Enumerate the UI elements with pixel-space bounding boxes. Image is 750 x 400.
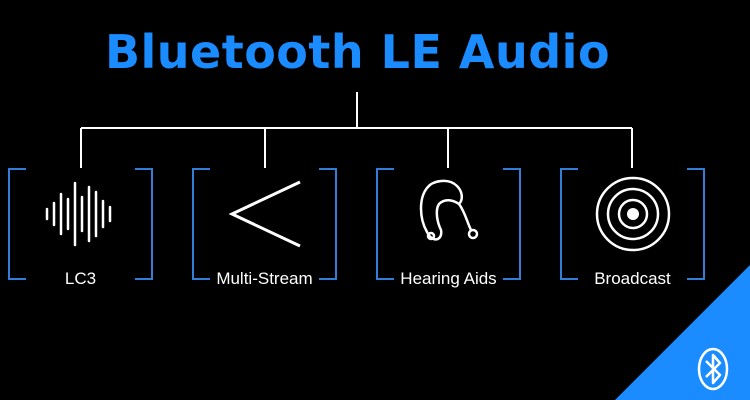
feature-box-hearing-aids: Hearing Aids (376, 168, 521, 288)
less-than-icon (192, 174, 337, 254)
feature-label-lc3: LC3 (58, 269, 103, 288)
feature-box-multi-stream: Multi-Stream (192, 168, 337, 288)
feature-box-broadcast: Broadcast (560, 168, 705, 288)
waveform-icon (8, 174, 153, 254)
bluetooth-corner-badge (615, 265, 750, 400)
broadcast-target-icon (560, 174, 705, 254)
feature-label-multi-stream: Multi-Stream (210, 269, 319, 288)
diagram-title: Bluetooth LE Audio (104, 25, 611, 79)
hearing-aid-icon (376, 174, 521, 254)
feature-label-broadcast: Broadcast (588, 269, 677, 288)
feature-box-lc3: LC3 (8, 168, 153, 288)
bluetooth-logo-icon (697, 347, 729, 391)
feature-label-hearing-aids: Hearing Aids (394, 269, 503, 288)
